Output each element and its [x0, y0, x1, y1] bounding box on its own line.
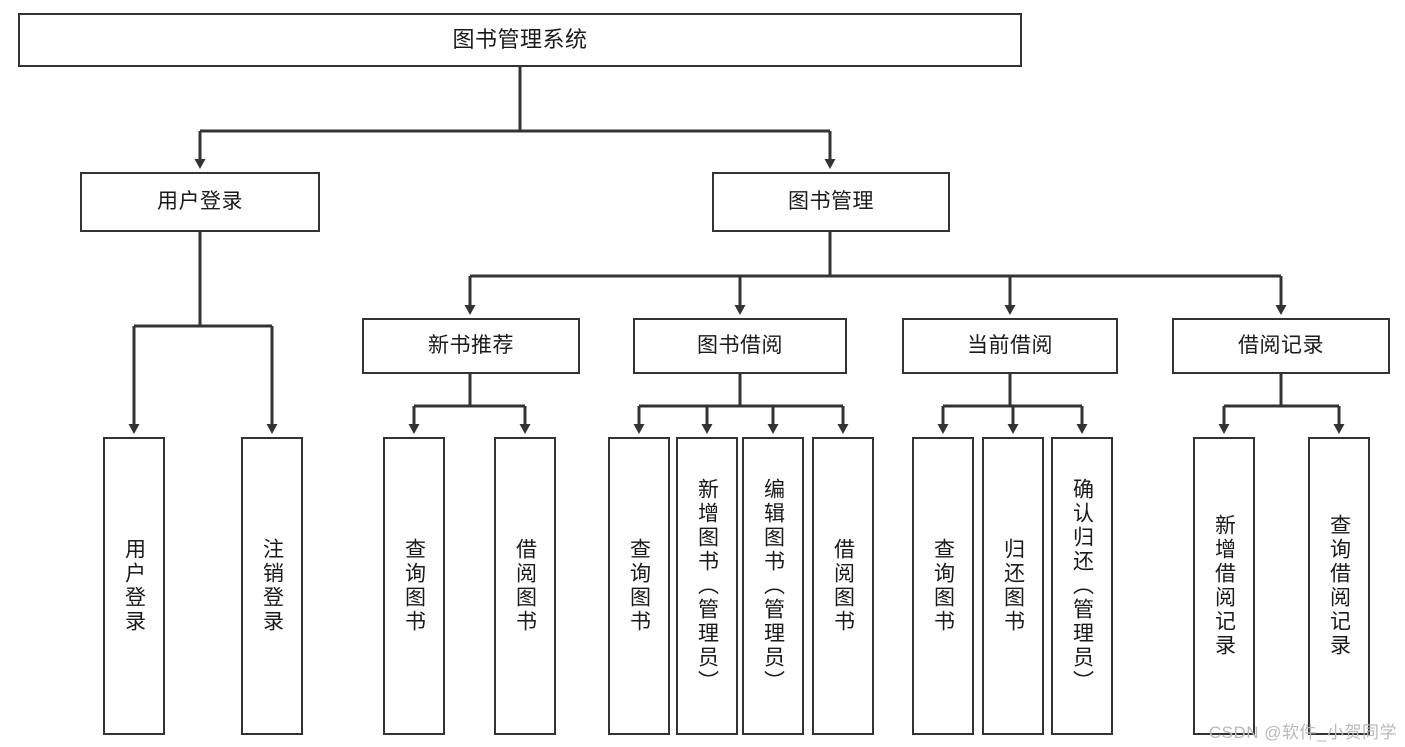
node-user-login[interactable]: 用户登录 [80, 172, 320, 232]
node-label: 当前借阅 [967, 333, 1053, 357]
leaf-current-borrow-confirm-return[interactable]: 确认归还（管理员） [1051, 437, 1113, 735]
node-new-book-recommend[interactable]: 新书推荐 [362, 318, 580, 374]
node-label: 查询借阅记录 [1327, 514, 1351, 658]
node-label: 借阅记录 [1238, 333, 1324, 357]
node-label: 新增图书（管理员） [695, 478, 719, 694]
leaf-book-borrow-edit[interactable]: 编辑图书（管理员） [742, 437, 804, 735]
node-label: 图书借阅 [697, 333, 783, 357]
node-label: 用户登录 [122, 538, 146, 634]
node-label: 确认归还（管理员） [1070, 478, 1094, 694]
node-current-borrow[interactable]: 当前借阅 [902, 318, 1118, 374]
node-label: 图书管理系统 [452, 27, 588, 53]
node-label: 查询图书 [931, 538, 955, 634]
node-label: 注销登录 [260, 538, 284, 634]
node-borrow-record[interactable]: 借阅记录 [1172, 318, 1390, 374]
leaf-borrow-record-add[interactable]: 新增借阅记录 [1193, 437, 1255, 735]
node-label: 借阅图书 [513, 538, 537, 634]
leaf-book-borrow-query[interactable]: 查询图书 [608, 437, 670, 735]
node-label: 新增借阅记录 [1212, 514, 1236, 658]
node-book-borrow[interactable]: 图书借阅 [633, 318, 847, 374]
node-book-management[interactable]: 图书管理 [712, 172, 950, 232]
node-label: 归还图书 [1001, 538, 1025, 634]
node-label: 新书推荐 [428, 333, 514, 357]
leaf-new-book-query[interactable]: 查询图书 [383, 437, 445, 735]
node-label: 查询图书 [402, 538, 426, 634]
leaf-current-borrow-return[interactable]: 归还图书 [982, 437, 1044, 735]
node-root-system[interactable]: 图书管理系统 [18, 13, 1022, 67]
leaf-user-login-logout[interactable]: 注销登录 [241, 437, 303, 735]
leaf-new-book-borrow[interactable]: 借阅图书 [494, 437, 556, 735]
node-label: 用户登录 [157, 189, 243, 213]
leaf-current-borrow-query[interactable]: 查询图书 [912, 437, 974, 735]
leaf-book-borrow-add[interactable]: 新增图书（管理员） [676, 437, 738, 735]
node-label: 借阅图书 [831, 538, 855, 634]
leaf-borrow-record-query[interactable]: 查询借阅记录 [1308, 437, 1370, 735]
node-label: 图书管理 [788, 189, 874, 213]
leaf-user-login-login[interactable]: 用户登录 [103, 437, 165, 735]
node-label: 查询图书 [627, 538, 651, 634]
watermark-text: CSDN @软件_小贺同学 [1208, 723, 1397, 742]
leaf-book-borrow-lend[interactable]: 借阅图书 [812, 437, 874, 735]
node-label: 编辑图书（管理员） [761, 478, 785, 694]
